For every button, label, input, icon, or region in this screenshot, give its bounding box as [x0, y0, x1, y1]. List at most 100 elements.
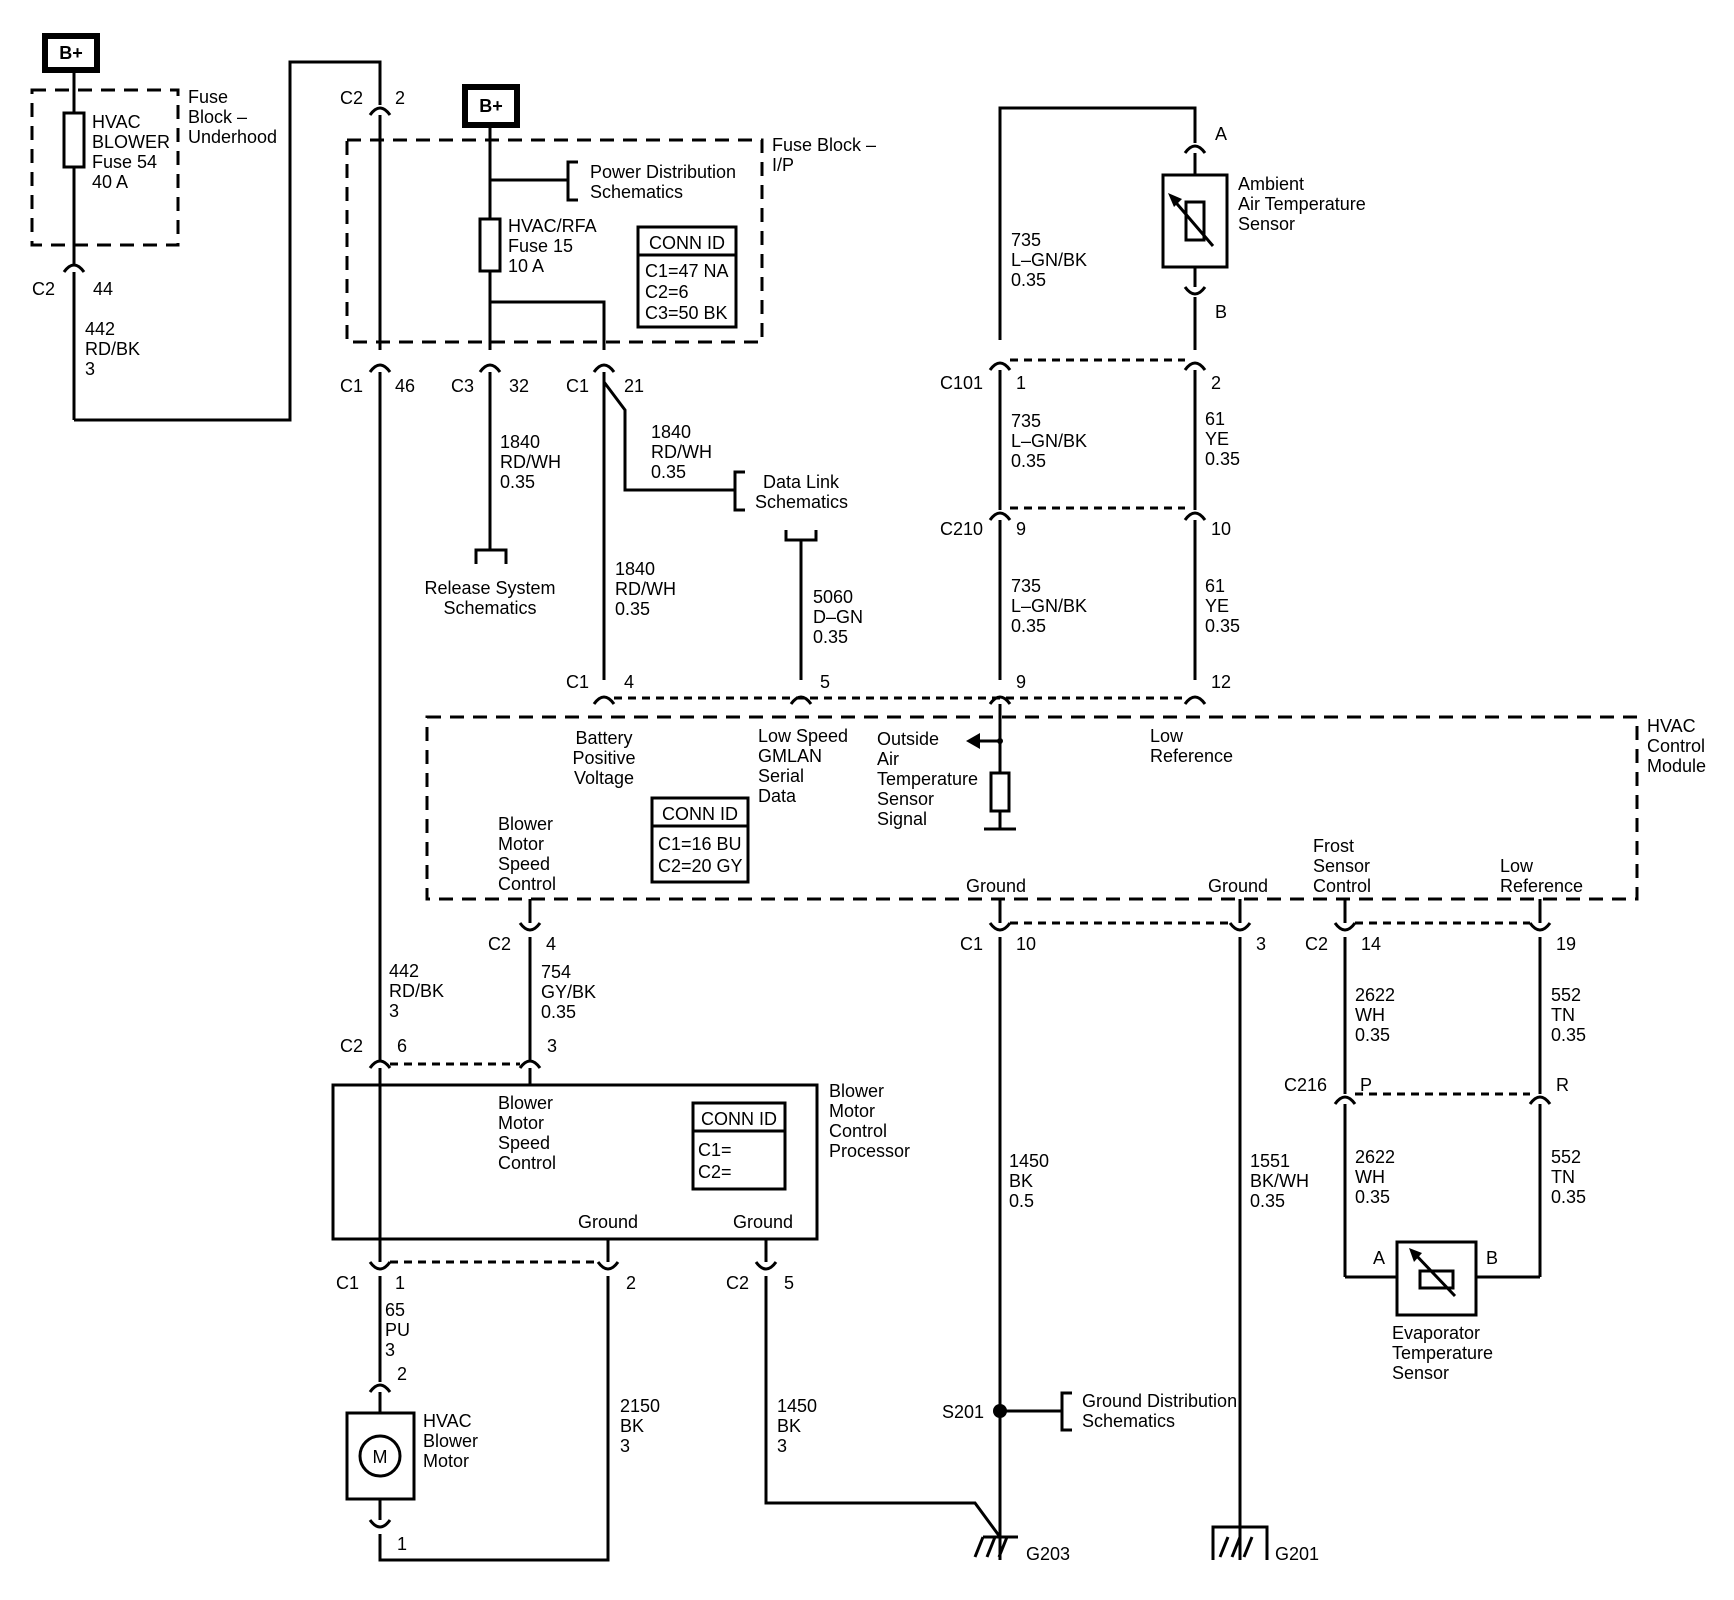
- conn-id-fuse-block: CONN ID C1=47 NA C2=6 C3=50 BK: [636, 225, 738, 329]
- svg-text:L–GN/BK: L–GN/BK: [1011, 250, 1087, 270]
- svg-text:A: A: [1215, 124, 1227, 144]
- svg-text:Sensor: Sensor: [1238, 214, 1295, 234]
- svg-text:M: M: [373, 1447, 388, 1467]
- svg-text:Temperature: Temperature: [877, 769, 978, 789]
- svg-text:6: 6: [397, 1036, 407, 1056]
- wire-5060-label: 5060 D–GN 0.35: [813, 587, 863, 647]
- fuse-block-underhood-outline: [30, 88, 180, 247]
- connector-hvac-c1-12: [1183, 695, 1207, 705]
- svg-text:C3: C3: [451, 376, 474, 396]
- blower-speed-control-pin-label: Blower Motor Speed Control: [498, 814, 556, 894]
- svg-text:61: 61: [1205, 409, 1225, 429]
- svg-text:BK: BK: [1009, 1171, 1033, 1191]
- svg-text:Fuse 15: Fuse 15: [508, 236, 573, 256]
- hvac-control-module-outline: [425, 715, 1639, 901]
- svg-text:735: 735: [1011, 411, 1041, 431]
- svg-text:BK: BK: [777, 1416, 801, 1436]
- wire-735-b-label: 735 L–GN/BK 0.35: [1011, 411, 1087, 471]
- data-link-link[interactable]: Data Link: [763, 472, 840, 492]
- svg-text:2: 2: [1211, 373, 1221, 393]
- connector-c216-p: [1333, 1095, 1357, 1105]
- svg-text:Ambient: Ambient: [1238, 174, 1304, 194]
- svg-text:5: 5: [784, 1273, 794, 1293]
- svg-text:C2: C2: [32, 279, 55, 299]
- svg-text:0.35: 0.35: [1551, 1025, 1586, 1045]
- frost-sensor-control-pin-label: Frost Sensor Control: [1313, 836, 1371, 896]
- svg-text:YE: YE: [1205, 596, 1229, 616]
- svg-text:RD/WH: RD/WH: [500, 452, 561, 472]
- svg-text:Schematics: Schematics: [755, 492, 848, 512]
- fuse-54-label: HVAC BLOWER Fuse 54 40 A: [92, 112, 170, 192]
- svg-text:Sensor: Sensor: [1313, 856, 1370, 876]
- svg-text:0.35: 0.35: [651, 462, 686, 482]
- connector-c1-1: [368, 1261, 392, 1271]
- svg-text:Air Temperature: Air Temperature: [1238, 194, 1366, 214]
- svg-text:CONN ID: CONN ID: [701, 1109, 777, 1129]
- svg-text:Sensor: Sensor: [877, 789, 934, 809]
- svg-text:12: 12: [1211, 672, 1231, 692]
- blower-processor-speed-label: Blower Motor Speed Control: [498, 1093, 556, 1173]
- svg-text:GMLAN: GMLAN: [758, 746, 822, 766]
- svg-text:19: 19: [1556, 934, 1576, 954]
- svg-text:BK/WH: BK/WH: [1250, 1171, 1309, 1191]
- svg-text:0.35: 0.35: [1250, 1191, 1285, 1211]
- svg-text:RD/WH: RD/WH: [651, 442, 712, 462]
- wire-1551-label: 1551 BK/WH 0.35: [1250, 1151, 1309, 1211]
- svg-text:Serial: Serial: [758, 766, 804, 786]
- svg-text:4: 4: [624, 672, 634, 692]
- svg-text:Schematics: Schematics: [1082, 1411, 1175, 1431]
- svg-text:C101: C101: [940, 373, 983, 393]
- svg-text:Processor: Processor: [829, 1141, 910, 1161]
- svg-text:CONN ID: CONN ID: [662, 804, 738, 824]
- fuse-15-label: HVAC/RFA Fuse 15 10 A: [508, 216, 597, 276]
- internal-pullup-resistor: [989, 771, 1011, 813]
- svg-text:10: 10: [1016, 934, 1036, 954]
- wire-552-a-label: 552 TN 0.35: [1551, 985, 1586, 1045]
- data-link-bracket: [733, 470, 745, 512]
- release-system-bracket: [474, 548, 508, 564]
- wire-735-c-label: 735 L–GN/BK 0.35: [1011, 576, 1087, 636]
- svg-text:Signal: Signal: [877, 809, 927, 829]
- fuse-block-ip-outline: [345, 138, 764, 344]
- svg-text:Evaporator: Evaporator: [1392, 1323, 1480, 1343]
- svg-text:Reference: Reference: [1150, 746, 1233, 766]
- svg-text:0.35: 0.35: [813, 627, 848, 647]
- svg-text:Temperature: Temperature: [1392, 1343, 1493, 1363]
- wire-442-top-label: 442 RD/BK 3: [85, 319, 140, 379]
- svg-text:R: R: [1556, 1075, 1569, 1095]
- svg-text:PU: PU: [385, 1320, 410, 1340]
- svg-text:Low: Low: [1150, 726, 1184, 746]
- svg-text:1: 1: [1016, 373, 1026, 393]
- svg-text:9: 9: [1016, 519, 1026, 539]
- power-distribution-link[interactable]: Power Distribution: [590, 162, 736, 182]
- svg-text:1840: 1840: [615, 559, 655, 579]
- svg-text:3: 3: [385, 1340, 395, 1360]
- svg-text:9: 9: [1016, 672, 1026, 692]
- svg-text:C1=47 NA: C1=47 NA: [645, 261, 729, 281]
- svg-text:C2=: C2=: [698, 1162, 732, 1182]
- svg-text:Motor: Motor: [829, 1101, 875, 1121]
- processor-ground-1-label: Ground: [578, 1212, 638, 1232]
- svg-text:Blower: Blower: [423, 1431, 478, 1451]
- wire-552-b-label: 552 TN 0.35: [1551, 1147, 1586, 1207]
- connector-c1-21: [592, 363, 616, 373]
- processor-ground-2-label: Ground: [733, 1212, 793, 1232]
- svg-text:BK: BK: [620, 1416, 644, 1436]
- connector-c2-3: [518, 1059, 542, 1069]
- connector-c2-6: [368, 1059, 392, 1069]
- wire-442-mid-label: 442 RD/BK 3: [389, 961, 444, 1021]
- battery-positive-terminal-left: B+: [42, 33, 100, 73]
- svg-text:Schematics: Schematics: [443, 598, 536, 618]
- svg-text:D–GN: D–GN: [813, 607, 863, 627]
- ground-distribution-link[interactable]: Ground Distribution: [1082, 1391, 1237, 1411]
- svg-text:1840: 1840: [500, 432, 540, 452]
- release-system-link[interactable]: Release System: [424, 578, 555, 598]
- svg-text:Voltage: Voltage: [574, 768, 634, 788]
- svg-text:46: 46: [395, 376, 415, 396]
- connector-c2-4: [518, 922, 542, 932]
- connector-sensor-b: [1183, 286, 1207, 296]
- svg-text:Motor: Motor: [498, 1113, 544, 1133]
- ambient-sensor-label: Ambient Air Temperature Sensor: [1238, 174, 1366, 234]
- svg-text:HVAC/RFA: HVAC/RFA: [508, 216, 597, 236]
- svg-text:Blower: Blower: [498, 814, 553, 834]
